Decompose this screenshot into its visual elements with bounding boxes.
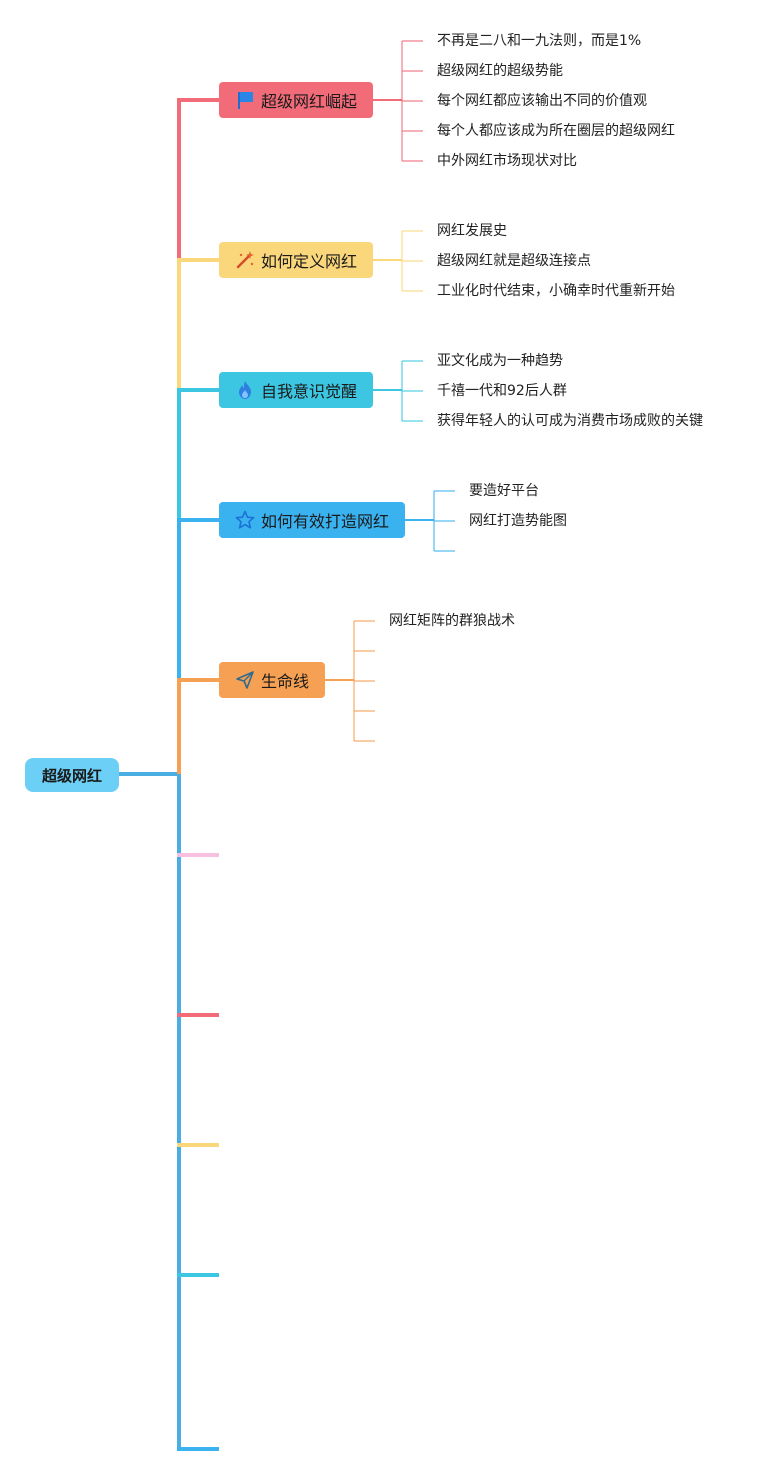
leaf-topic[interactable]: 千禧一代和92后人群 bbox=[437, 383, 567, 399]
leaf-topic[interactable]: 网红发展史 bbox=[437, 223, 507, 239]
branch-label: 生命线 bbox=[261, 672, 310, 691]
root-node[interactable]: 超级网红 bbox=[25, 758, 119, 792]
leaf-topic[interactable]: 中外网红市场现状对比 bbox=[437, 153, 577, 169]
leaf-topic[interactable]: 要造好平台 bbox=[469, 483, 539, 499]
leaf-topic[interactable]: 亚文化成为一种趋势 bbox=[437, 353, 563, 369]
leaf-topic[interactable]: 超级网红的超级势能 bbox=[437, 63, 563, 79]
branch-node-define-influencer[interactable]: 如何定义网红 bbox=[219, 242, 373, 278]
branch-label: 超级网红崛起 bbox=[261, 92, 358, 111]
leaf-topic[interactable]: 网红打造势能图 bbox=[469, 513, 567, 529]
branch-label: 如何定义网红 bbox=[261, 252, 358, 271]
paper-plane-icon bbox=[235, 670, 255, 690]
branch-label: 如何有效打造网红 bbox=[261, 512, 390, 531]
branch-node-build-influencer[interactable]: 如何有效打造网红 bbox=[219, 502, 405, 538]
star-icon bbox=[235, 510, 255, 530]
branch-node-super-influencer-rise[interactable]: 超级网红崛起 bbox=[219, 82, 373, 118]
root-label: 超级网红 bbox=[41, 766, 102, 785]
leaf-topic[interactable]: 每个人都应该成为所在圈层的超级网红 bbox=[437, 123, 675, 139]
branch-node-self-awareness[interactable]: 自我意识觉醒 bbox=[219, 372, 373, 408]
magic-wand-icon bbox=[235, 250, 255, 270]
leaf-topic[interactable]: 工业化时代结束，小确幸时代重新开始 bbox=[437, 283, 675, 299]
leaf-topic[interactable]: 每个网红都应该输出不同的价值观 bbox=[437, 93, 647, 109]
flame-icon bbox=[235, 380, 255, 400]
leaf-topic[interactable]: 获得年轻人的认可成为消费市场成败的关键 bbox=[437, 413, 703, 429]
branch-label: 自我意识觉醒 bbox=[261, 382, 358, 401]
leaf-topic[interactable]: 超级网红就是超级连接点 bbox=[437, 253, 591, 269]
leaf-topic[interactable]: 不再是二八和一九法则，而是1% bbox=[437, 33, 642, 49]
flag-icon bbox=[235, 90, 255, 110]
branch-node-lifeline[interactable]: 生命线 bbox=[219, 662, 325, 698]
leaf-topic[interactable]: 网红矩阵的群狼战术 bbox=[389, 613, 515, 629]
